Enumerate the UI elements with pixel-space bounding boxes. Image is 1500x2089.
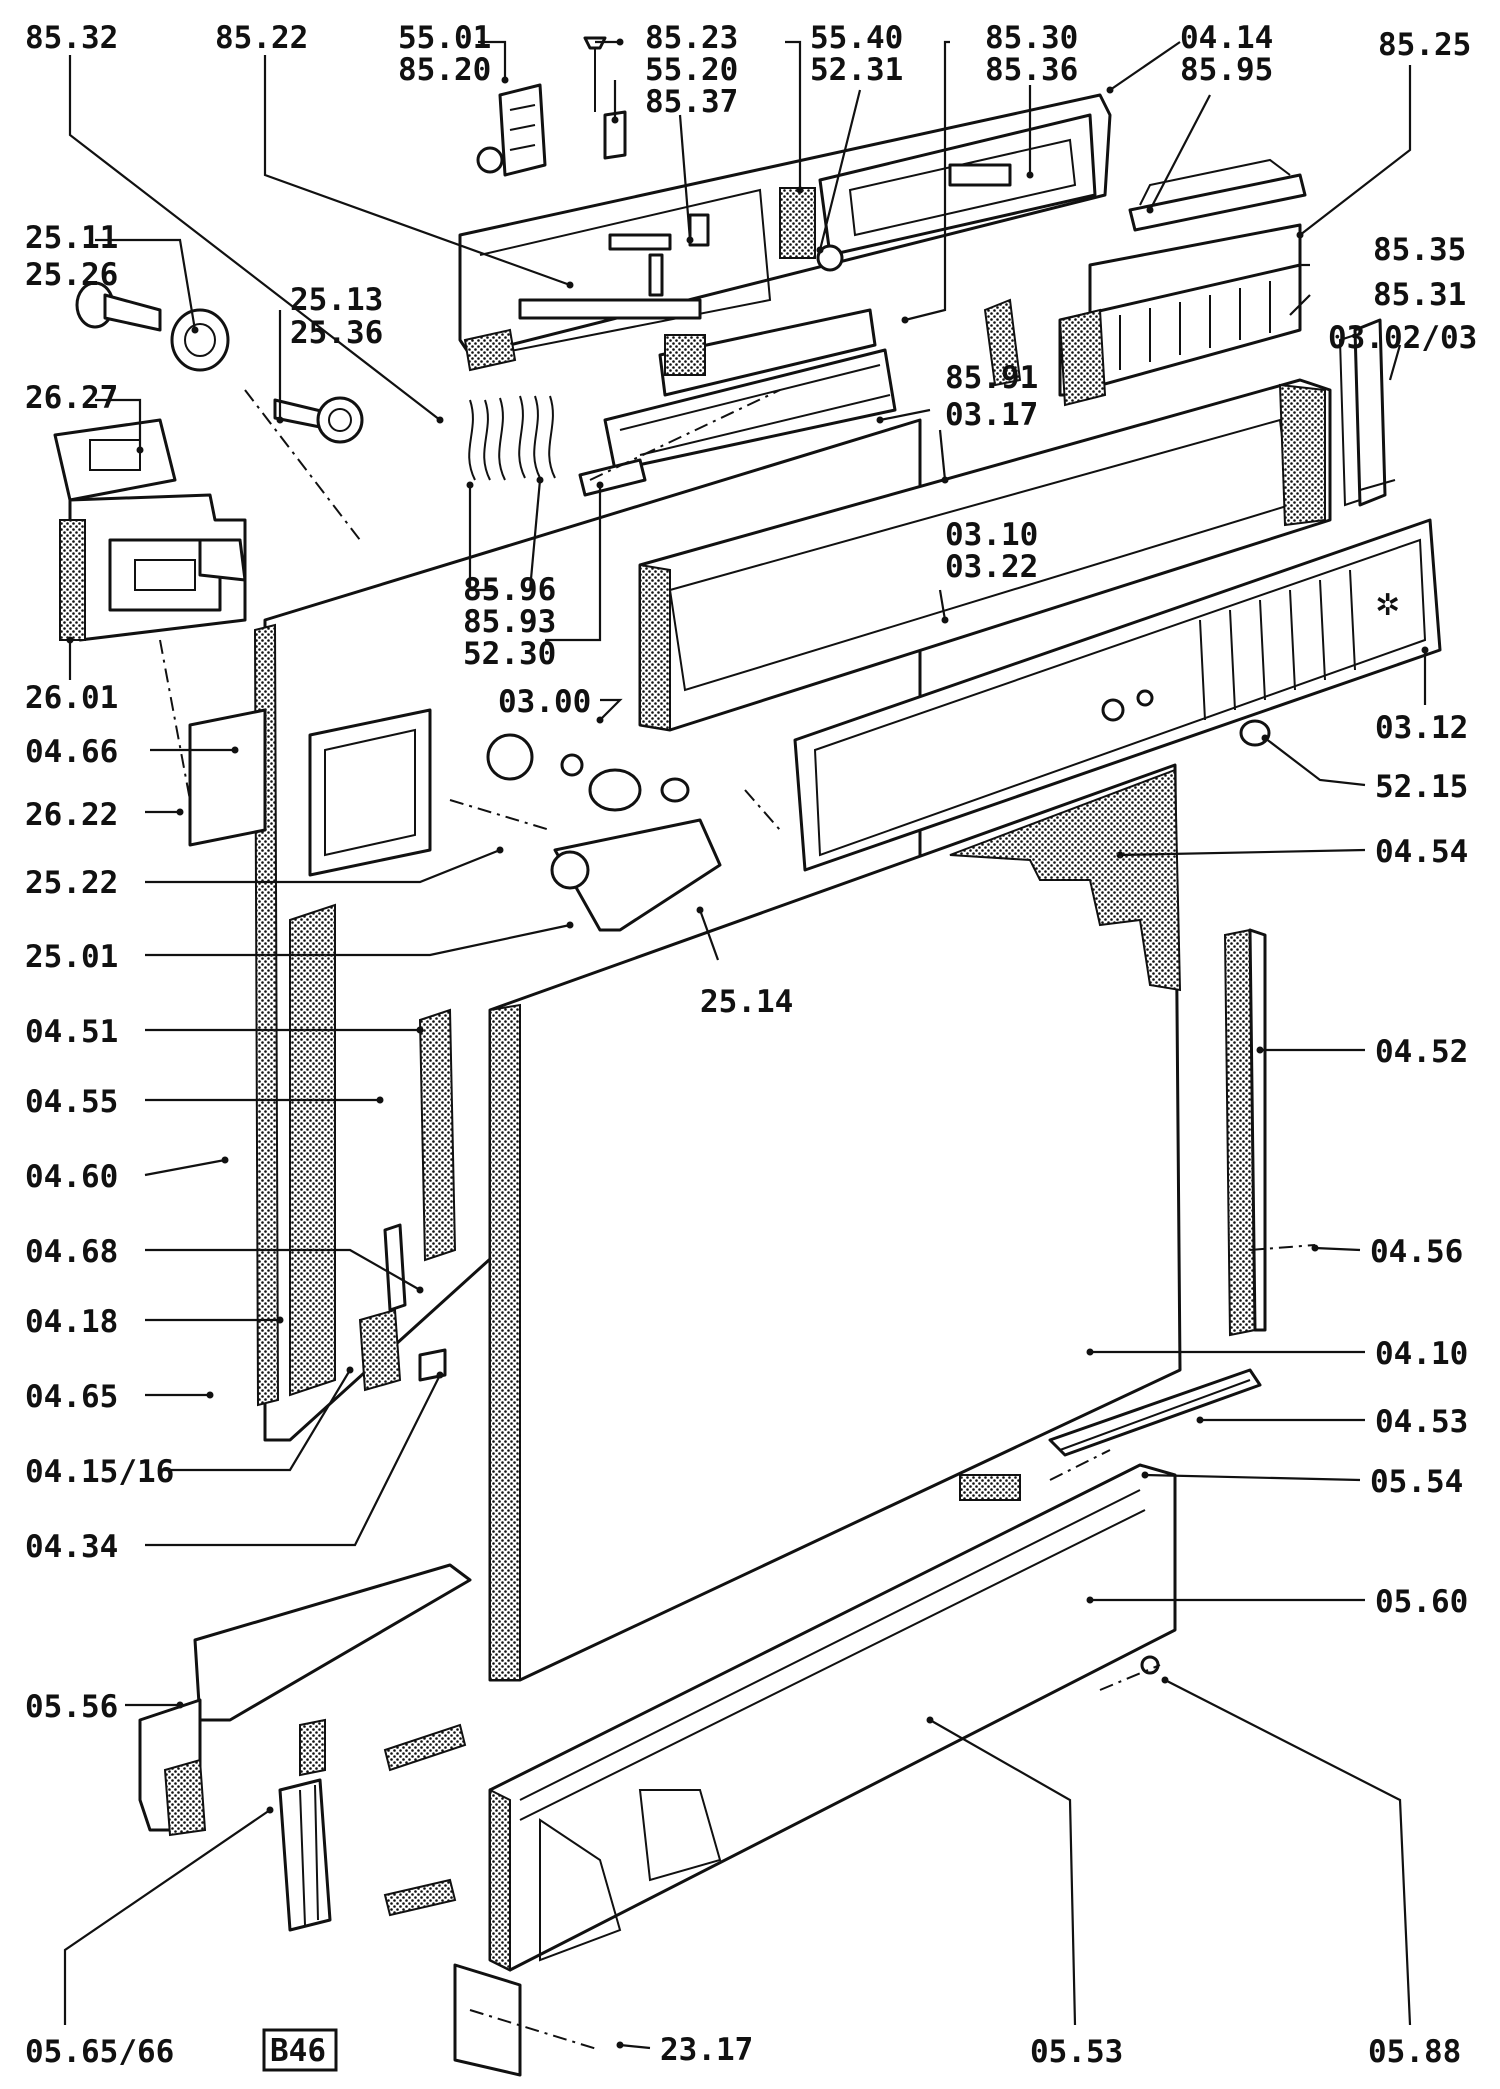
- label-05-65-66: 05.65/66: [25, 2034, 174, 2070]
- door-panel: [488, 763, 1182, 1682]
- knob-parts: [75, 281, 364, 444]
- label-04-53: 04.53: [1375, 1404, 1468, 1440]
- leader-lines: [63, 40, 1427, 2050]
- display-module: [53, 418, 247, 642]
- label-04-55: 04.55: [25, 1084, 118, 1120]
- label-25-13: 25.13: [290, 282, 383, 318]
- part-labels: 85.32 85.22 55.01 85.20 85.23 55.20 85.3…: [25, 20, 1477, 2070]
- label-04-56: 04.56: [1370, 1234, 1463, 1270]
- label-85-23: 85.23: [645, 20, 738, 56]
- label-04-65: 04.65: [25, 1379, 118, 1415]
- leader-dots: [66, 38, 1429, 2049]
- label-05-56: 05.56: [25, 1689, 118, 1725]
- label-04-18: 04.18: [25, 1304, 118, 1340]
- label-25-01: 25.01: [25, 939, 118, 975]
- label-85-96: 85.96: [463, 572, 556, 608]
- drawing-code-badge: B46: [262, 2028, 338, 2072]
- guide-lines: [159, 389, 1316, 2051]
- control-panel-bar: [578, 308, 897, 497]
- bottom-strip: [1048, 1368, 1262, 1457]
- label-03-17: 03.17: [945, 397, 1038, 433]
- label-85-22: 85.22: [215, 20, 308, 56]
- label-04-66: 04.66: [25, 734, 118, 770]
- label-52-31: 52.31: [810, 52, 903, 88]
- label-25-11: 25.11: [25, 220, 118, 256]
- drawing-code: B46: [270, 2033, 326, 2069]
- base-rail: [138, 1563, 1160, 1932]
- label-03-22: 03.22: [945, 549, 1038, 585]
- label-85-20: 85.20: [398, 52, 491, 88]
- label-25-26: 25.26: [25, 257, 118, 293]
- kick-plate: [453, 1463, 1177, 2077]
- label-85-91: 85.91: [945, 360, 1038, 396]
- label-85-35: 85.35: [1373, 232, 1466, 268]
- side-strip-right: [1223, 928, 1267, 1337]
- label-04-68: 04.68: [25, 1234, 118, 1270]
- label-04-54: 04.54: [1375, 834, 1468, 870]
- label-03-10: 03.10: [945, 517, 1038, 553]
- svg-text:✲: ✲: [1375, 588, 1400, 623]
- label-03-00: 03.00: [498, 684, 591, 720]
- label-04-34: 04.34: [25, 1529, 118, 1565]
- label-85-30: 85.30: [985, 20, 1078, 56]
- label-25-14: 25.14: [700, 984, 793, 1020]
- label-26-27: 26.27: [25, 380, 118, 416]
- switch-strip: [983, 158, 1307, 407]
- label-05-54: 05.54: [1370, 1464, 1463, 1500]
- label-55-01: 55.01: [398, 20, 491, 56]
- label-85-31: 85.31: [1373, 277, 1466, 313]
- label-04-60: 04.60: [25, 1159, 118, 1195]
- label-26-01: 26.01: [25, 680, 118, 716]
- label-23-17: 23.17: [660, 2032, 753, 2068]
- label-04-15-16: 04.15/16: [25, 1454, 174, 1490]
- label-85-36: 85.36: [985, 52, 1078, 88]
- side-bracket: [1338, 318, 1396, 507]
- label-25-36: 25.36: [290, 315, 383, 351]
- control-frame: [638, 378, 1332, 732]
- label-03-02-03: 03.02/03: [1328, 320, 1477, 356]
- label-04-14: 04.14: [1180, 20, 1273, 56]
- parts-drawing: ✲: [53, 36, 1442, 2077]
- label-85-25: 85.25: [1378, 27, 1471, 63]
- label-85-32: 85.32: [25, 20, 118, 56]
- label-05-88: 05.88: [1368, 2034, 1461, 2070]
- label-55-20: 55.20: [645, 52, 738, 88]
- switch-part: [476, 36, 627, 177]
- label-05-60: 05.60: [1375, 1584, 1468, 1620]
- label-85-95: 85.95: [1180, 52, 1273, 88]
- label-03-12: 03.12: [1375, 710, 1468, 746]
- label-85-37: 85.37: [645, 84, 738, 120]
- label-05-53: 05.53: [1030, 2034, 1123, 2070]
- label-26-22: 26.22: [25, 797, 118, 833]
- label-04-10: 04.10: [1375, 1336, 1468, 1372]
- control-board-housing: [458, 93, 1112, 372]
- label-25-22: 25.22: [25, 865, 118, 901]
- fascia-panel: ✲: [793, 518, 1442, 872]
- label-55-40: 55.40: [810, 20, 903, 56]
- label-04-51: 04.51: [25, 1014, 118, 1050]
- label-04-52: 04.52: [1375, 1034, 1468, 1070]
- label-85-93: 85.93: [463, 604, 556, 640]
- label-52-30: 52.30: [463, 636, 556, 672]
- label-52-15: 52.15: [1375, 769, 1468, 805]
